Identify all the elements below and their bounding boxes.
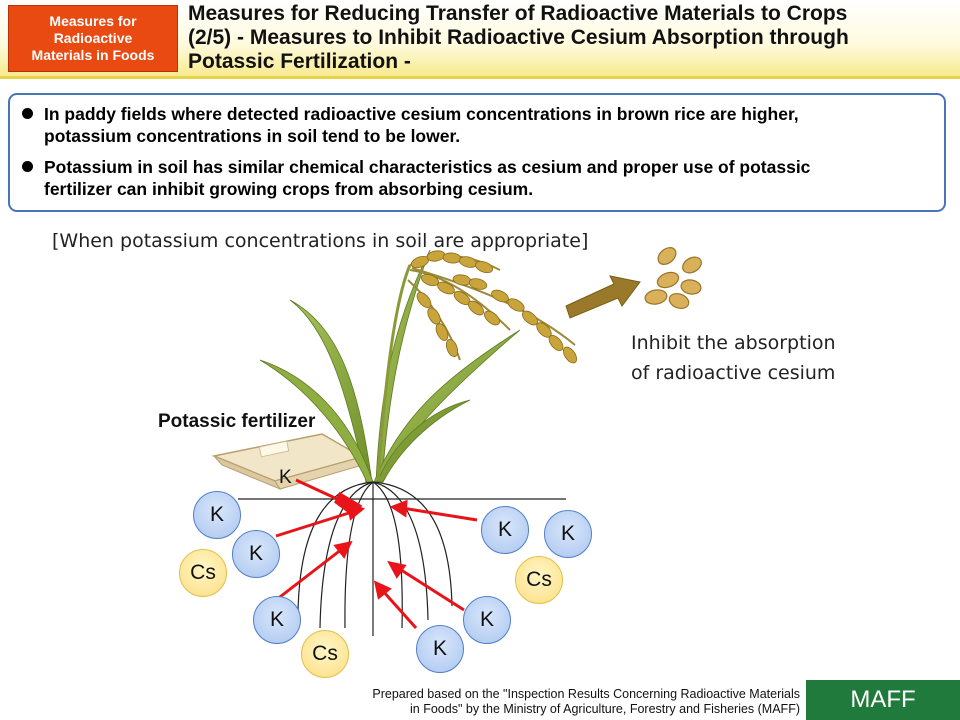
summary-bullet: Potassium in soil has similar chemical c…: [22, 156, 946, 222]
inhibit-absorption-label: Inhibit the absorption of radioactive ce…: [631, 332, 836, 384]
ion-symbol: Cs: [190, 561, 216, 584]
source-note: Prepared based on the "Inspection Result…: [372, 687, 800, 716]
potassium-ion: K: [544, 510, 592, 558]
ion-symbol: K: [209, 503, 224, 526]
bag-potassium-label: K: [279, 467, 292, 488]
potassium-ion: K: [481, 506, 529, 554]
potassic-fertilizer-label: Potassic fertilizer: [158, 411, 316, 432]
potassium-ion: K: [193, 491, 241, 539]
potassium-ion: K: [463, 596, 511, 644]
cesium-ion: Cs: [515, 556, 563, 604]
category-badge: Measures for Radioactive Materials in Fo…: [8, 5, 178, 72]
rice-grain-cluster-icon: [410, 250, 577, 364]
ion-symbol: K: [269, 608, 284, 631]
diagram-caption: [When potassium concentrations in soil a…: [52, 230, 589, 252]
ion-symbol: K: [432, 637, 447, 660]
summary-box: In paddy fields where detected radioacti…: [8, 93, 946, 212]
header-divider: [0, 76, 960, 79]
potassium-ion: K: [416, 625, 464, 673]
ion-symbol: Cs: [526, 568, 552, 591]
bullet-text: In paddy fields where detected radioacti…: [44, 104, 799, 146]
ion-symbol: K: [560, 522, 575, 545]
maff-logo: MAFF: [806, 680, 960, 720]
root-system-icon: [297, 481, 453, 636]
summary-bullet: In paddy fields where detected radioacti…: [22, 103, 946, 169]
ion-symbol: K: [497, 518, 512, 541]
bullet-dot-icon: [22, 161, 33, 172]
transfer-arrow-icon: [565, 275, 641, 319]
ion-symbol: K: [248, 542, 263, 565]
ion-symbol: K: [479, 608, 494, 631]
ion-symbol: Cs: [312, 642, 338, 665]
potassium-ion: K: [253, 596, 301, 644]
bullet-text: Potassium in soil has similar chemical c…: [44, 157, 811, 199]
bullet-dot-icon: [22, 108, 33, 119]
cesium-ion: Cs: [301, 630, 349, 678]
slide-title: Measures for Reducing Transfer of Radioa…: [188, 2, 849, 73]
potassium-uptake-arrows: [275, 478, 478, 630]
brown-rice-grains-icon: [644, 247, 702, 310]
cesium-ion: Cs: [179, 549, 227, 597]
potassium-ion: K: [232, 530, 280, 578]
